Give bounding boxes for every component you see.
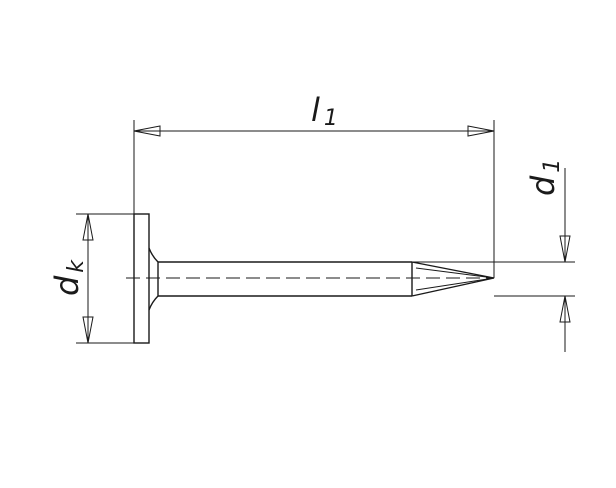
nail-neck: [148, 247, 159, 311]
label-shank-main: d: [524, 175, 562, 196]
arrow-shank-top: [559, 235, 571, 263]
arrow-length-left: [133, 125, 161, 137]
arrow-head-bottom: [82, 316, 94, 344]
label-length-sub: 1: [324, 106, 338, 131]
label-shank-diameter: d1: [524, 159, 565, 196]
arrow-head-top: [82, 213, 94, 241]
label-head-sub: k: [64, 259, 89, 273]
label-head-diameter: dk: [48, 259, 89, 296]
label-shank-sub: 1: [540, 159, 565, 173]
label-head-main: d: [48, 275, 86, 296]
arrow-length-right: [467, 125, 495, 137]
label-length-main: l: [311, 91, 320, 129]
point-facet: [415, 267, 495, 279]
point-facet-lower: [415, 277, 495, 291]
nail-point: [411, 261, 495, 297]
arrow-shank-bottom: [559, 295, 571, 323]
